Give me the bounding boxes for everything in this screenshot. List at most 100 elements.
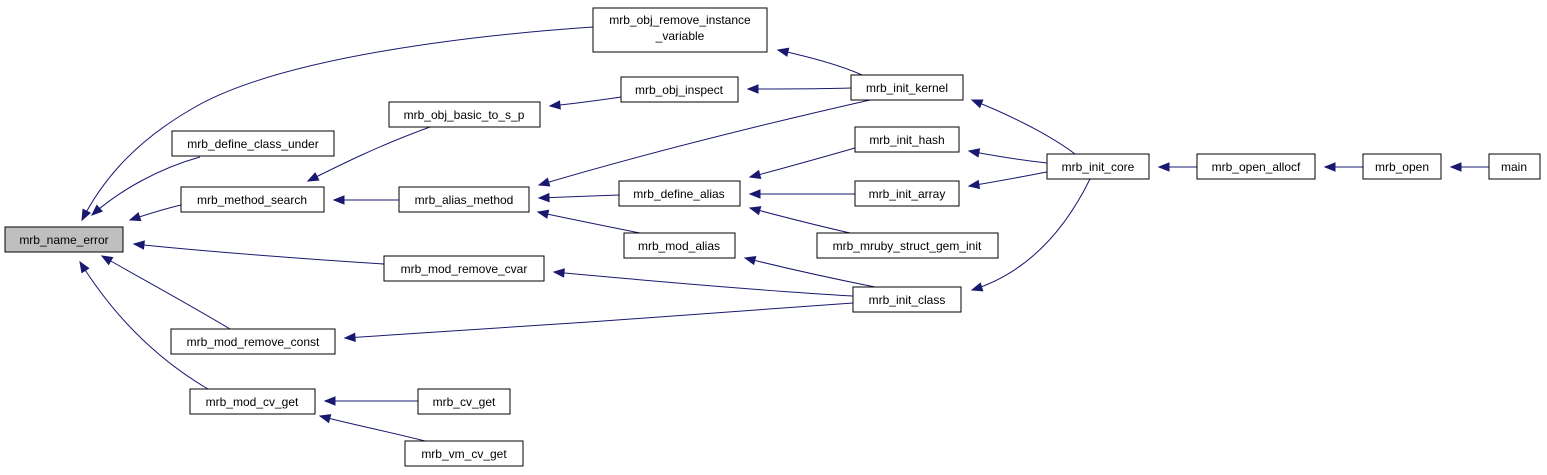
edge-arrowhead <box>90 204 103 216</box>
edge-arrowhead <box>970 99 984 109</box>
edge-init-hash-to-define-alias <box>748 147 856 179</box>
node-label: mrb_define_alias <box>633 187 724 201</box>
edge-define-alias-to-alias-method <box>537 192 620 203</box>
node-mrb-define-class-under[interactable]: mrb_define_class_under <box>171 130 335 157</box>
edge-line <box>968 171 1048 187</box>
node-mrb-init-kernel[interactable]: mrb_init_kernel <box>850 74 964 101</box>
node-mrb-obj-inspect[interactable]: mrb_obj_inspect <box>620 76 739 103</box>
edge-arrowhead <box>1323 162 1336 172</box>
node-label: mrb_open <box>1375 160 1429 174</box>
edge-arrowhead <box>743 255 757 266</box>
node-label: mrb_obj_basic_to_s_p <box>404 108 525 122</box>
node-mrb-define-alias[interactable]: mrb_define_alias <box>618 180 741 207</box>
edge-line <box>79 261 209 390</box>
edge-arrowhead <box>132 240 145 250</box>
node-mrb-init-class[interactable]: mrb_init_class <box>852 286 962 313</box>
node-mrb-mod-alias[interactable]: mrb_mod_alias <box>623 232 736 259</box>
node-label: mrb_init_hash <box>869 133 944 147</box>
node-label: mrb_init_kernel <box>866 81 948 95</box>
edge-arrowhead <box>100 255 114 266</box>
edge-arrowhead <box>81 208 92 222</box>
edge-arrowhead <box>1449 162 1462 172</box>
edge-line <box>777 49 863 76</box>
edge-arrowhead <box>552 268 565 278</box>
edge-line <box>307 126 431 182</box>
edge-arrowhead <box>318 414 332 424</box>
edge-init-kernel-to-obj-inspect <box>746 84 852 94</box>
node-label: mrb_cv_get <box>433 395 496 409</box>
edge-line <box>749 147 856 178</box>
edge-line <box>344 302 854 339</box>
node-mrb-mruby-struct-gem-init[interactable]: mrb_mruby_struct_gem_init <box>816 232 999 259</box>
edge-init-core-to-init-hash <box>967 148 1048 164</box>
node-label-line2: _variable <box>655 29 705 43</box>
edge-main-to-open <box>1449 162 1489 172</box>
node-mrb-method-search[interactable]: mrb_method_search <box>180 186 325 213</box>
node-mrb-obj-remove-instance-variable[interactable]: mrb_obj_remove_instance _variable <box>592 7 768 53</box>
node-mrb-name-error[interactable]: mrb_name_error <box>4 226 124 253</box>
edge-init-core-to-init-kernel <box>970 99 1076 155</box>
edge-arrowhead <box>128 212 142 222</box>
edges-layer <box>79 26 1489 442</box>
edge-vm-cv-get-to-mod-cv-get <box>318 414 426 442</box>
edge-line <box>749 207 851 234</box>
node-mrb-mod-remove-const[interactable]: mrb_mod_remove_const <box>170 328 336 355</box>
edge-line <box>101 255 231 330</box>
node-mrb-init-core[interactable]: mrb_init_core <box>1046 153 1150 180</box>
edge-obj-basic-to-s-p-to-method-search <box>306 126 431 182</box>
node-label: mrb_define_class_under <box>187 137 318 151</box>
node-label: mrb_mod_remove_cvar <box>401 262 528 276</box>
edge-line <box>538 99 871 186</box>
edge-init-kernel-to-remove-iv <box>776 47 863 76</box>
edge-line <box>744 257 876 288</box>
node-label: mrb_mruby_struct_gem_init <box>833 239 982 253</box>
node-label: mrb_init_class <box>869 293 946 307</box>
node-mrb-mod-remove-cvar[interactable]: mrb_mod_remove_cvar <box>383 255 545 282</box>
node-mrb-cv-get[interactable]: mrb_cv_get <box>417 388 511 415</box>
edge-line <box>538 194 620 199</box>
nodes-layer: mrb_name_error mrb_obj_remove_instance _… <box>4 7 1541 467</box>
edge-open-allocf-to-init-core <box>1157 162 1197 172</box>
edge-arrowhead <box>776 47 790 57</box>
edge-arrowhead <box>1157 162 1170 172</box>
edge-arrowhead <box>548 100 561 110</box>
node-main[interactable]: main <box>1488 153 1541 180</box>
edge-arrowhead <box>323 396 336 406</box>
node-label: mrb_init_core <box>1062 160 1135 174</box>
edge-mod-remove-cvar-to-name-error <box>132 240 385 265</box>
edge-arrowhead <box>536 209 550 219</box>
edge-obj-inspect-to-obj-basic-to-s-p <box>548 96 622 110</box>
edge-arrowhead <box>748 189 761 199</box>
edge-arrowhead <box>306 172 320 182</box>
node-mrb-init-array[interactable]: mrb_init_array <box>854 180 960 207</box>
edge-arrowhead <box>537 192 550 203</box>
node-label: mrb_method_search <box>197 193 307 207</box>
node-label: mrb_name_error <box>19 233 108 247</box>
node-mrb-open[interactable]: mrb_open <box>1362 153 1442 180</box>
edge-mod-remove-const-to-name-error <box>100 255 231 330</box>
node-mrb-mod-cv-get[interactable]: mrb_mod_cv_get <box>189 388 316 415</box>
edge-init-class-to-mod-remove-cvar <box>552 268 854 297</box>
edge-line <box>133 243 385 265</box>
node-mrb-obj-basic-to-s-p[interactable]: mrb_obj_basic_to_s_p <box>388 101 541 128</box>
node-mrb-vm-cv-get[interactable]: mrb_vm_cv_get <box>404 440 524 467</box>
node-mrb-init-hash[interactable]: mrb_init_hash <box>854 126 960 153</box>
edge-arrowhead <box>970 282 984 292</box>
edge-line <box>549 96 622 107</box>
edge-line <box>971 99 1076 155</box>
node-label: mrb_obj_inspect <box>635 83 724 97</box>
node-label: mrb_init_array <box>869 187 946 201</box>
node-label: mrb_mod_remove_const <box>187 335 320 349</box>
edge-mod-cv-get-to-name-error <box>79 260 209 390</box>
node-label: mrb_alias_method <box>415 193 514 207</box>
edge-init-class-to-mod-remove-const <box>343 302 854 343</box>
edge-line <box>968 150 1048 164</box>
node-mrb-open-allocf[interactable]: mrb_open_allocf <box>1196 153 1316 180</box>
edge-arrowhead <box>746 84 759 94</box>
edge-cv-get-to-mod-cv-get <box>323 396 418 406</box>
edge-init-array-to-define-alias <box>748 189 856 199</box>
edge-init-core-to-init-array <box>967 171 1048 190</box>
node-mrb-alias-method[interactable]: mrb_alias_method <box>398 186 530 213</box>
edge-line <box>537 211 641 234</box>
